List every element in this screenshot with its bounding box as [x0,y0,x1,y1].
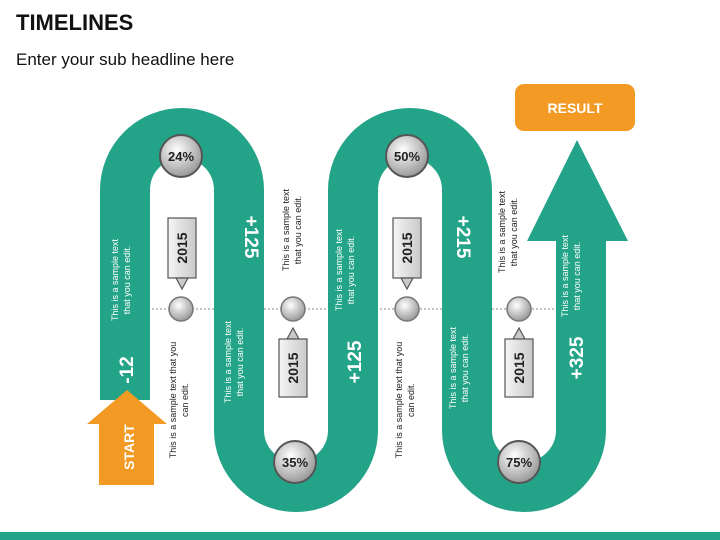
percent-badge-1: 24% [159,134,203,178]
result-label: RESULT [548,100,603,116]
result-arrow-head [527,140,628,241]
percent-badge-label-2: 35% [282,455,308,470]
year-label-2: 2015 [285,352,301,383]
footer-bar [0,532,720,540]
percent-badge-3: 50% [385,134,429,178]
timeline-dot-2 [280,296,306,322]
page-subtitle: Enter your sub headline here [16,50,235,69]
year-label-4: 2015 [511,352,527,383]
serpentine-path [100,108,606,512]
percent-badge-4: 75% [497,440,541,484]
result-box[interactable] [515,84,635,131]
start-value: -12 [117,356,138,383]
year-callout-3: 2015 [392,217,422,291]
year-label-1: 2015 [174,232,190,263]
start-label: START [121,424,137,470]
year-callout-1: 2015 [167,217,197,291]
percent-badge-label-3: 50% [394,149,420,164]
page-title: TIMELINES [16,10,134,35]
year-callout-2: 2015 [278,326,308,398]
start-arrow[interactable] [87,390,167,485]
timeline-dot-1 [168,296,194,322]
milestone-value-4: +325 [567,336,588,379]
year-callout-4: 2015 [504,326,534,398]
milestone-value-1: +125 [240,216,261,259]
milestone-value-2: +125 [345,340,366,383]
percent-badge-label-4: 75% [506,455,532,470]
year-label-3: 2015 [399,232,415,263]
milestone-value-3: +215 [452,216,473,259]
percent-badge-2: 35% [273,440,317,484]
percent-badge-label-1: 24% [168,149,194,164]
timeline-dot-3 [394,296,420,322]
timeline-dot-4 [506,296,532,322]
